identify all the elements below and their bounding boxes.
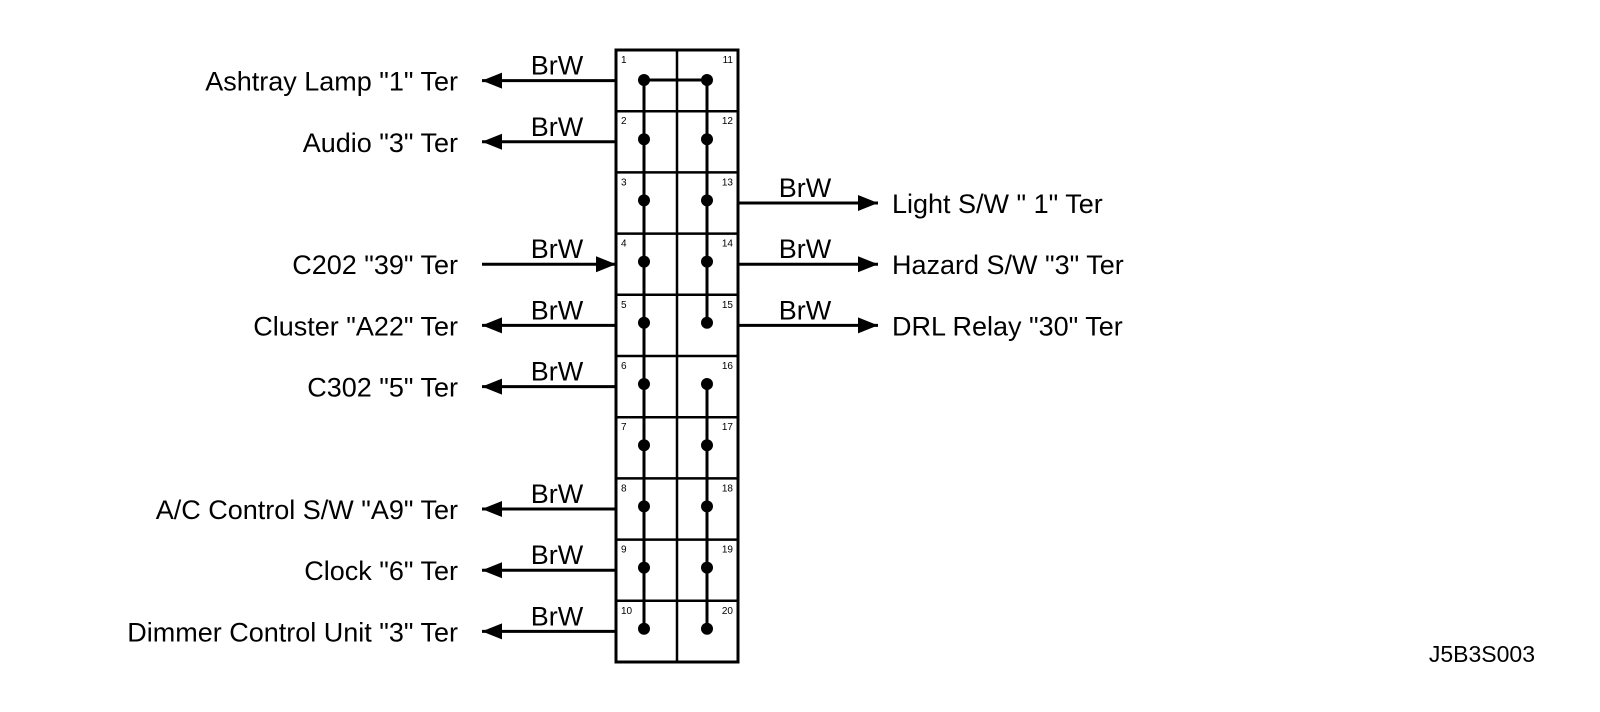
arrow-head (482, 378, 502, 395)
wire-color-label: BrW (531, 357, 584, 387)
pin-number: 13 (722, 177, 734, 188)
wire-color-label: BrW (531, 540, 584, 570)
wire-color-label: BrW (531, 234, 584, 264)
arrow-head (482, 317, 502, 334)
connection-right-row-3: BrW Light S/W " 1" Ter (738, 173, 1103, 219)
terminal-label: Clock "6" Ter (304, 556, 458, 586)
pin-number: 1 (621, 55, 627, 66)
terminal-label: Light S/W " 1" Ter (892, 189, 1103, 219)
terminal-label: Audio "3" Ter (303, 128, 458, 158)
pin-number: 17 (722, 422, 734, 433)
pin-number: 11 (723, 55, 734, 66)
pin-number: 8 (621, 483, 627, 494)
pin-number: 10 (621, 606, 633, 617)
pin-number: 19 (722, 545, 734, 556)
pin-dot (701, 439, 713, 452)
pin-number: 5 (621, 300, 627, 311)
pin-dot (638, 561, 650, 574)
arrow-head (482, 501, 502, 517)
pin-number: 9 (621, 545, 627, 556)
arrow-head (596, 256, 616, 273)
pin-dot (638, 622, 650, 635)
wire-color-label: BrW (531, 601, 584, 631)
wire-color-label: BrW (531, 51, 584, 81)
figure-code: J5B3S003 (1429, 641, 1535, 667)
arrow-head (858, 195, 878, 211)
terminal-label: Dimmer Control Unit "3" Ter (127, 617, 458, 647)
connection-left-row-6: BrW C302 "5" Ter (307, 357, 616, 403)
pin-number: 6 (621, 361, 627, 372)
connection-left-row-4: BrW C202 "39" Ter (292, 234, 616, 280)
arrow-head (482, 72, 502, 89)
pin-number: 20 (722, 606, 734, 617)
pin-dot (638, 500, 650, 513)
terminal-label: C302 "5" Ter (307, 373, 458, 403)
wire-color-label: BrW (779, 234, 832, 264)
wire-color-label: BrW (531, 295, 584, 325)
pin-number: 16 (722, 361, 734, 372)
connection-left-row-8: BrW A/C Control S/W "A9" Ter (156, 479, 616, 525)
pin-number: 12 (722, 116, 734, 127)
terminal-label: DRL Relay "30" Ter (892, 311, 1123, 341)
pin-dot (638, 74, 650, 86)
connection-left-row-1: BrW Ashtray Lamp "1" Ter (205, 51, 616, 97)
pin-dot (701, 133, 713, 146)
pin-number: 2 (621, 116, 627, 127)
wire-color-label: BrW (779, 173, 832, 203)
pin-dot (701, 500, 713, 513)
arrow-head (482, 133, 502, 150)
connection-left-row-9: BrW Clock "6" Ter (304, 540, 616, 586)
pin-dot (701, 622, 713, 635)
pin-dot (638, 133, 650, 146)
pin-number: 18 (722, 483, 734, 494)
connection-right-row-5: BrW DRL Relay "30" Ter (738, 295, 1123, 341)
wire-color-label: BrW (779, 295, 832, 325)
pin-number: 4 (621, 239, 627, 250)
pin-dot (701, 316, 713, 329)
terminal-label: A/C Control S/W "A9" Ter (156, 495, 458, 525)
connection-left-row-2: BrW Audio "3" Ter (303, 112, 616, 158)
pin-dot (638, 194, 650, 207)
terminal-label: Hazard S/W "3" Ter (892, 250, 1124, 280)
pin-dot (638, 316, 650, 329)
pin-dot (701, 255, 713, 268)
terminal-label: C202 "39" Ter (292, 250, 458, 280)
pin-dot (701, 378, 713, 390)
pin-dot (638, 255, 650, 268)
arrow-head (858, 256, 878, 273)
pin-number: 15 (722, 300, 734, 311)
pin-dot (701, 561, 713, 574)
pin-dot (701, 74, 713, 86)
arrow-head (482, 623, 502, 640)
connection-right-row-4: BrW Hazard S/W "3" Ter (738, 234, 1124, 280)
arrow-head (482, 562, 502, 579)
pin-number: 3 (621, 177, 627, 188)
connection-left-row-10: BrW Dimmer Control Unit "3" Ter (127, 601, 616, 647)
terminal-label: Ashtray Lamp "1" Ter (205, 67, 458, 97)
wire-color-label: BrW (531, 479, 584, 509)
wire-color-label: BrW (531, 112, 584, 142)
pin-number: 14 (722, 239, 734, 250)
arrow-head (858, 317, 878, 334)
connection-left-row-5: BrW Cluster "A22" Ter (253, 295, 616, 341)
pin-dot (638, 378, 650, 390)
pin-dot (701, 194, 713, 207)
pin-number: 7 (621, 422, 627, 433)
terminal-label: Cluster "A22" Ter (253, 311, 458, 341)
pin-dot (638, 439, 650, 452)
